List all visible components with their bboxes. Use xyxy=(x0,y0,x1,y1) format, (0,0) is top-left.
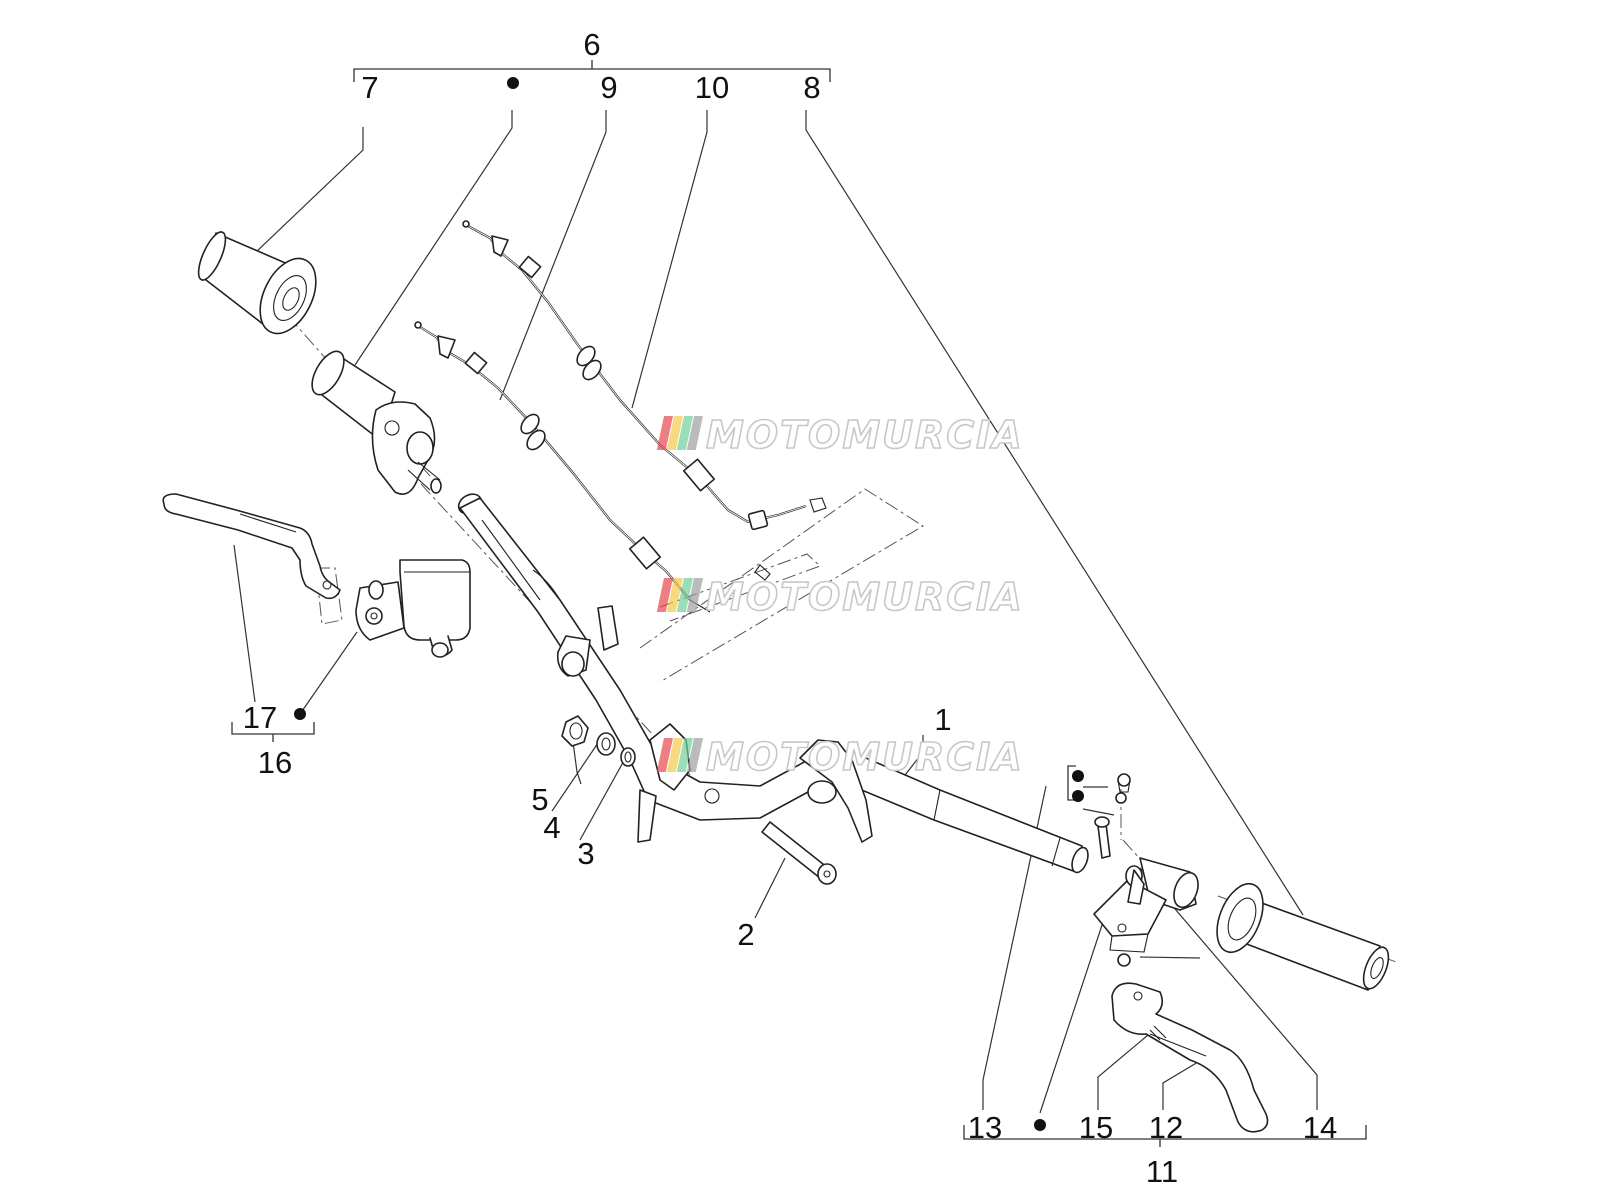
callout-5: 5 xyxy=(531,782,548,817)
right-grip xyxy=(1216,882,1390,991)
mirror-screws xyxy=(1094,773,1131,859)
callout-17: 17 xyxy=(243,700,277,735)
callout-1: 1 xyxy=(934,702,951,737)
left-brake-lever xyxy=(162,493,341,600)
watermark-text: MOTOMURCIA xyxy=(706,735,1024,779)
callout-13: 13 xyxy=(968,1110,1002,1145)
callout-4: 4 xyxy=(543,810,560,845)
left-master-cylinder xyxy=(355,559,471,658)
callout-9: 9 xyxy=(600,70,617,105)
callout-15: 15 xyxy=(1079,1110,1113,1145)
throttle-grip xyxy=(311,350,442,495)
bracket-group-16 xyxy=(231,722,315,742)
bullet-markers xyxy=(294,77,1084,1131)
leader-lines xyxy=(233,110,1318,1114)
callout-16: 16 xyxy=(258,745,292,780)
pivot-pin xyxy=(1149,1025,1167,1041)
watermark-text: MOTOMURCIA xyxy=(706,413,1024,457)
watermark-text: MOTOMURCIA xyxy=(706,575,1024,619)
bullet-dot-screw-b xyxy=(1072,790,1084,802)
bracket-small-13 xyxy=(1067,765,1076,801)
callout-3: 3 xyxy=(577,836,594,871)
callout-12: 12 xyxy=(1149,1110,1183,1145)
bullet-dot-bracket xyxy=(1034,1119,1046,1131)
callout-7: 7 xyxy=(361,70,378,105)
callout-10: 10 xyxy=(695,70,729,105)
bolt xyxy=(761,821,837,885)
callout-8: 8 xyxy=(803,70,820,105)
bracket-group-11 xyxy=(963,1125,1367,1147)
bullet-dot-screw-a xyxy=(1072,770,1084,782)
bullet-dot-master-cylinder xyxy=(294,708,306,720)
throttle-cable-10 xyxy=(462,220,827,531)
right-brake-lever xyxy=(1111,953,1269,1133)
callout-14: 14 xyxy=(1303,1110,1337,1145)
nut-and-washers xyxy=(561,715,636,767)
watermark-3: MOTOMURCIA xyxy=(656,734,1024,780)
watermark-2: MOTOMURCIA xyxy=(656,574,1024,620)
watermark-1: MOTOMURCIA xyxy=(656,412,1024,458)
callout-2: 2 xyxy=(737,917,754,952)
callout-labels: 6 7 9 10 8 1 5 4 3 2 17 16 13 15 12 14 1… xyxy=(243,27,1337,1189)
throttle-cable-9 xyxy=(414,321,771,613)
bullet-dot-throttle xyxy=(507,77,519,89)
bracket-group-6 xyxy=(353,60,831,82)
right-lever-bracket xyxy=(1093,857,1199,953)
callout-11: 11 xyxy=(1146,1154,1178,1189)
callout-6: 6 xyxy=(583,27,600,62)
left-grip xyxy=(197,231,317,335)
